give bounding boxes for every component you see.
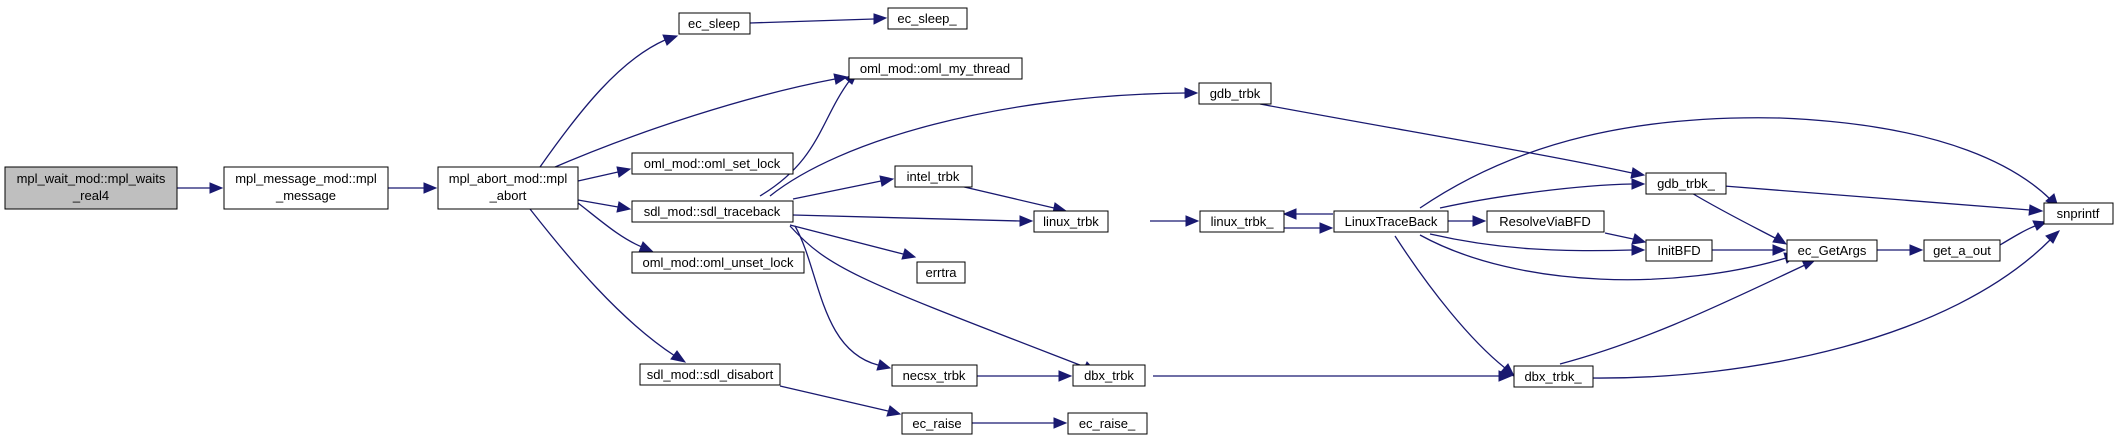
- edge-LinuxTraceBack-to-dbx_trbk_: [1394, 235, 1515, 377]
- svg-text:gdb_trbk_: gdb_trbk_: [1657, 176, 1716, 191]
- edge-mpl_waits_real4-to-mpl_message: [177, 182, 224, 194]
- node-gdb_trbk_[interactable]: gdb_trbk_: [1645, 172, 1727, 195]
- node-dbx_trbk_[interactable]: dbx_trbk_: [1513, 365, 1594, 388]
- svg-text:_message: _message: [275, 188, 336, 203]
- svg-text:intel_trbk: intel_trbk: [907, 169, 960, 184]
- svg-text:InitBFD: InitBFD: [1657, 243, 1700, 258]
- edge-LinuxTraceBack-to-InitBFD: [1429, 233, 1646, 256]
- edge-LinuxTraceBack-to-ec_GetArgs: [1419, 234, 1799, 281]
- node-ec_raise_[interactable]: ec_raise_: [1067, 412, 1148, 435]
- node-get_a_out[interactable]: get_a_out: [1923, 239, 2001, 262]
- node-LinuxTraceBack[interactable]: LinuxTraceBack: [1333, 210, 1449, 233]
- edge-necsx_trbk-to-dbx_trbk: [977, 370, 1073, 382]
- svg-text:oml_mod::oml_my_thread: oml_mod::oml_my_thread: [860, 61, 1010, 76]
- edge-mpl_abort-to-ec_sleep: [539, 34, 679, 168]
- edge-LinuxTraceBack-to-linux_trbk_: [1282, 208, 1333, 220]
- edge-ResolveViaBFD-to-InitBFD: [1604, 232, 1647, 245]
- edge-get_a_out-to-snprintf: [1999, 220, 2048, 246]
- edge-sdl_traceback-to-errtra: [789, 224, 917, 260]
- edge-sdl_traceback-to-dbx_trbk: [789, 225, 1098, 373]
- edge-sdl_traceback-to-gdb_trbk: [769, 87, 1199, 197]
- edge-LinuxTraceBack-to-gdb_trbk_: [1439, 178, 1646, 209]
- node-mpl_waits_real4[interactable]: mpl_wait_mod::mpl_waits _real4: [4, 166, 178, 210]
- edge-gdb_trbk_-to-ec_GetArgs: [1689, 191, 1788, 245]
- edge-linux_trbk_-to-LinuxTraceBack: [1284, 222, 1334, 234]
- svg-text:_abort: _abort: [489, 188, 527, 203]
- edge-mpl_abort-to-oml_my_thread: [547, 73, 849, 171]
- svg-text:_real4: _real4: [72, 188, 109, 203]
- edge-mpl_message-to-mpl_abort: [388, 182, 438, 194]
- svg-text:mpl_abort_mod::mpl: mpl_abort_mod::mpl: [449, 171, 568, 186]
- edge-dbx_trbk_-to-ec_GetArgs: [1559, 259, 1817, 365]
- node-sdl_disabort[interactable]: sdl_mod::sdl_disabort: [639, 363, 781, 386]
- svg-text:gdb_trbk: gdb_trbk: [1210, 86, 1261, 101]
- edge-LinuxTraceBack-to-ResolveViaBFD: [1448, 215, 1487, 227]
- node-linux_trbk_[interactable]: linux_trbk_: [1199, 210, 1285, 233]
- svg-text:ec_raise_: ec_raise_: [1079, 416, 1136, 431]
- edge-linux_trbk-to-linux_trbk_: [1150, 215, 1200, 227]
- edge-ec_raise-to-ec_raise_: [972, 417, 1068, 429]
- edge-sdl_disabort-to-ec_raise: [779, 385, 902, 417]
- edge-dbx_trbk_-to-snprintf: [1587, 230, 2061, 379]
- svg-text:oml_mod::oml_unset_lock: oml_mod::oml_unset_lock: [642, 255, 794, 270]
- node-ResolveViaBFD[interactable]: ResolveViaBFD: [1486, 210, 1605, 233]
- svg-text:mpl_message_mod::mpl: mpl_message_mod::mpl: [235, 171, 377, 186]
- svg-text:ec_GetArgs: ec_GetArgs: [1798, 243, 1867, 258]
- svg-text:dbx_trbk: dbx_trbk: [1084, 368, 1134, 383]
- svg-text:LinuxTraceBack: LinuxTraceBack: [1345, 214, 1438, 229]
- node-mpl_abort[interactable]: mpl_abort_mod::mpl _abort: [437, 166, 579, 210]
- svg-text:sdl_mod::sdl_traceback: sdl_mod::sdl_traceback: [644, 204, 781, 219]
- svg-text:ResolveViaBFD: ResolveViaBFD: [1499, 214, 1591, 229]
- node-necsx_trbk[interactable]: necsx_trbk: [891, 364, 978, 387]
- node-linux_trbk[interactable]: linux_trbk: [1033, 210, 1109, 233]
- svg-text:linux_trbk_: linux_trbk_: [1211, 214, 1275, 229]
- edge-ec_sleep-to-ec_sleep_: [749, 13, 888, 25]
- node-intel_trbk[interactable]: intel_trbk: [894, 165, 973, 188]
- svg-text:dbx_trbk_: dbx_trbk_: [1524, 369, 1582, 384]
- edge-gdb_trbk_-to-snprintf: [1723, 185, 2044, 216]
- edge-sdl_traceback-to-linux_trbk: [792, 214, 1034, 227]
- svg-text:snprintf: snprintf: [2057, 206, 2100, 221]
- node-oml_set_lock[interactable]: oml_mod::oml_set_lock: [631, 152, 794, 175]
- node-errtra[interactable]: errtra: [916, 261, 966, 284]
- node-oml_my_thread[interactable]: oml_mod::oml_my_thread: [848, 57, 1023, 80]
- node-gdb_trbk[interactable]: gdb_trbk: [1198, 82, 1272, 105]
- node-ec_raise[interactable]: ec_raise: [901, 412, 973, 435]
- svg-text:errtra: errtra: [925, 265, 957, 280]
- svg-text:ec_raise: ec_raise: [912, 416, 961, 431]
- edge-mpl_abort-to-sdl_traceback: [577, 199, 632, 213]
- edge-gdb_trbk-to-gdb_trbk_: [1259, 103, 1646, 179]
- edge-sdl_traceback-to-necsx_trbk: [794, 225, 892, 371]
- node-InitBFD[interactable]: InitBFD: [1645, 239, 1713, 262]
- svg-text:mpl_wait_mod::mpl_waits: mpl_wait_mod::mpl_waits: [17, 171, 166, 186]
- edge-ec_GetArgs-to-get_a_out: [1875, 244, 1924, 256]
- edge-sdl_traceback-to-intel_trbk: [792, 175, 895, 200]
- node-snprintf[interactable]: snprintf: [2043, 202, 2114, 225]
- svg-text:linux_trbk: linux_trbk: [1043, 214, 1099, 229]
- edge-mpl_abort-to-oml_set_lock: [577, 166, 632, 182]
- svg-text:get_a_out: get_a_out: [1933, 243, 1991, 258]
- node-oml_unset_lock[interactable]: oml_mod::oml_unset_lock: [631, 251, 805, 274]
- svg-text:necsx_trbk: necsx_trbk: [903, 368, 966, 383]
- node-ec_sleep[interactable]: ec_sleep: [678, 12, 751, 35]
- node-mpl_message[interactable]: mpl_message_mod::mpl _message: [223, 166, 389, 210]
- svg-text:ec_sleep: ec_sleep: [688, 16, 740, 31]
- edge-mpl_abort-to-sdl_disabort: [529, 208, 687, 363]
- edge-dbx_trbk-to-dbx_trbk_: [1153, 370, 1513, 382]
- edge-InitBFD-to-ec_GetArgs: [1710, 244, 1787, 256]
- svg-text:ec_sleep_: ec_sleep_: [897, 11, 957, 26]
- node-ec_sleep_[interactable]: ec_sleep_: [887, 7, 968, 30]
- edge-sdl_traceback-to-oml_my_thread: [759, 72, 858, 197]
- svg-text:oml_mod::oml_set_lock: oml_mod::oml_set_lock: [644, 156, 781, 171]
- node-sdl_traceback[interactable]: sdl_mod::sdl_traceback: [631, 200, 794, 223]
- node-dbx_trbk[interactable]: dbx_trbk: [1072, 364, 1146, 387]
- node-ec_GetArgs[interactable]: ec_GetArgs: [1786, 239, 1878, 262]
- edge-intel_trbk-to-linux_trbk: [959, 185, 1068, 214]
- svg-text:sdl_mod::sdl_disabort: sdl_mod::sdl_disabort: [647, 367, 774, 382]
